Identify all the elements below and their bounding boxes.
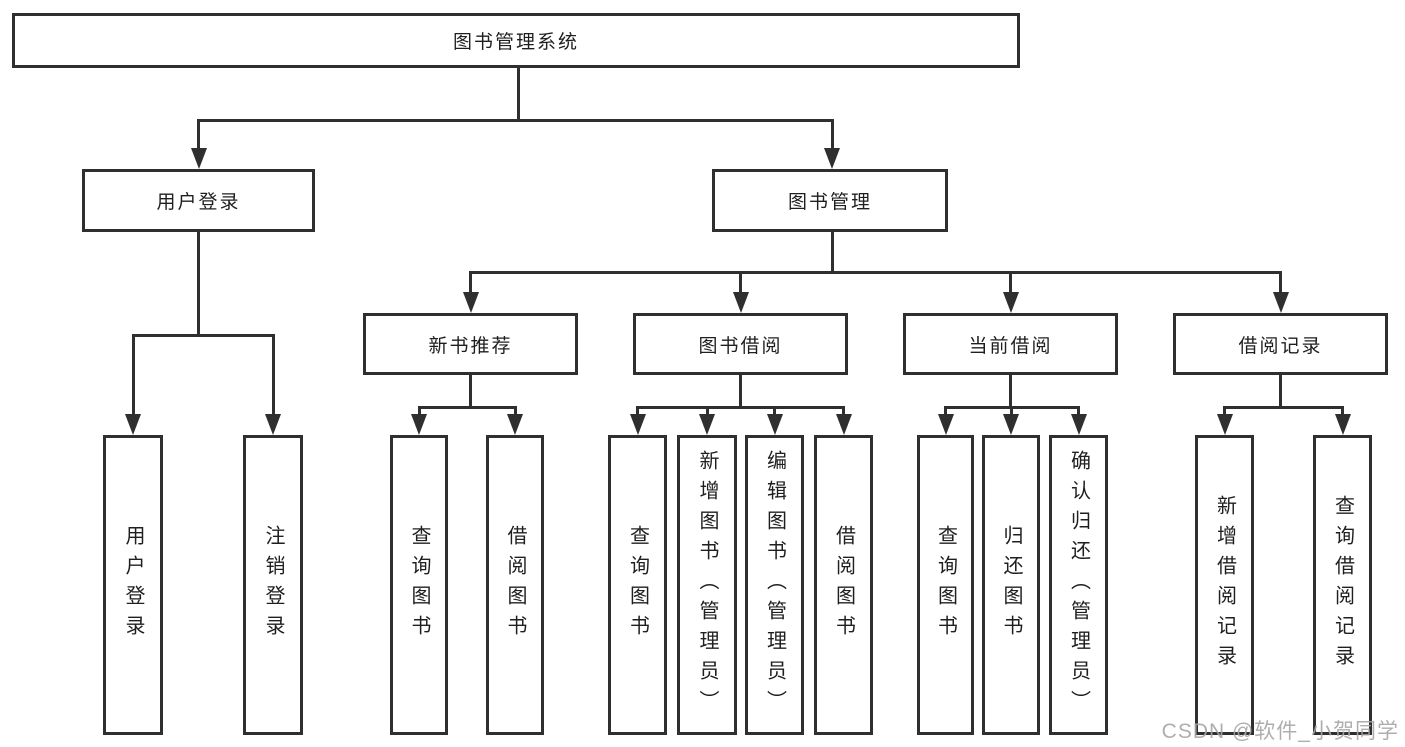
arrowhead-icon [835,414,852,435]
connector-line [197,119,200,151]
arrowhead-icon [1272,292,1289,313]
connector-line [131,334,135,417]
leaf-bb-query-books: 查询图书 [608,435,667,735]
leaf-bb-add-books-admin: 新增图书（管理员） [677,435,737,735]
leaf-user-login: 用户登录 [103,435,163,735]
arrowhead-icon [766,414,783,435]
connector-line [469,271,1282,274]
connector-line [944,406,947,417]
connector-line [705,406,709,417]
connector-line [636,406,639,417]
arrowhead-icon [699,414,715,435]
arrowhead-icon [732,292,749,313]
connector-line [1223,406,1226,417]
watermark: CSDN @软件_小贺同学 [1161,720,1399,743]
connector-line [1009,406,1013,417]
connector-line [773,406,776,417]
arrowhead-icon [1002,292,1019,313]
node-borrowing-records: 借阅记录 [1173,313,1388,375]
node-book-management: 图书管理 [712,169,948,232]
connector-line [1009,375,1012,409]
connector-line [1341,406,1344,417]
connector-line [1009,271,1012,295]
arrowhead-icon [411,414,427,435]
leaf-br-add-record: 新增借阅记录 [1195,435,1254,735]
arrowhead-icon [1003,414,1019,435]
connector-line [516,68,520,122]
leaf-cb-query-books: 查询图书 [917,435,974,735]
connector-line [739,271,742,295]
arrowhead-icon [1070,414,1087,435]
leaf-logout: 注销登录 [243,435,303,735]
leaf-br-query-record: 查询借阅记录 [1313,435,1372,735]
leaf-cb-confirm-return-admin: 确认归还（管理员） [1049,435,1108,735]
connector-line [417,406,421,417]
node-book-borrowing: 图书借阅 [633,313,848,375]
arrowhead-icon [190,148,207,169]
arrowhead-icon [629,414,646,435]
arrowhead-icon [1216,414,1233,435]
arrowhead-icon [1334,414,1351,435]
connector-line [1279,271,1282,295]
connector-line [830,232,834,274]
connector-line [417,406,517,409]
arrowhead-icon [462,292,479,313]
connector-line [842,406,845,417]
node-current-borrowing: 当前借阅 [903,313,1118,375]
leaf-cb-return-books: 归还图书 [982,435,1040,735]
connector-line [513,406,517,417]
leaf-rec-query-books: 查询图书 [390,435,448,735]
connector-line [469,375,472,409]
arrowhead-icon [824,148,840,169]
connector-line [830,119,834,151]
arrowhead-icon [937,414,954,435]
connector-line [131,334,275,337]
node-new-book-recommend: 新书推荐 [363,313,578,375]
connector-line [197,232,200,337]
connector-line [469,271,472,295]
connector-line [1223,406,1344,409]
leaf-rec-borrow-books: 借阅图书 [486,435,544,735]
arrowhead-icon [265,414,281,435]
connector-line [636,406,845,409]
connector-line [1077,406,1080,417]
arrowhead-icon [507,414,523,435]
node-user-login: 用户登录 [82,169,315,232]
connector-line [739,375,742,409]
leaf-bb-borrow-books: 借阅图书 [814,435,873,735]
leaf-bb-edit-books-admin: 编辑图书（管理员） [745,435,804,735]
node-library-management-system: 图书管理系统 [12,13,1020,68]
connector-line [197,119,834,122]
arrowhead-icon [125,414,141,435]
connector-line [271,334,275,417]
connector-line [1279,375,1282,409]
